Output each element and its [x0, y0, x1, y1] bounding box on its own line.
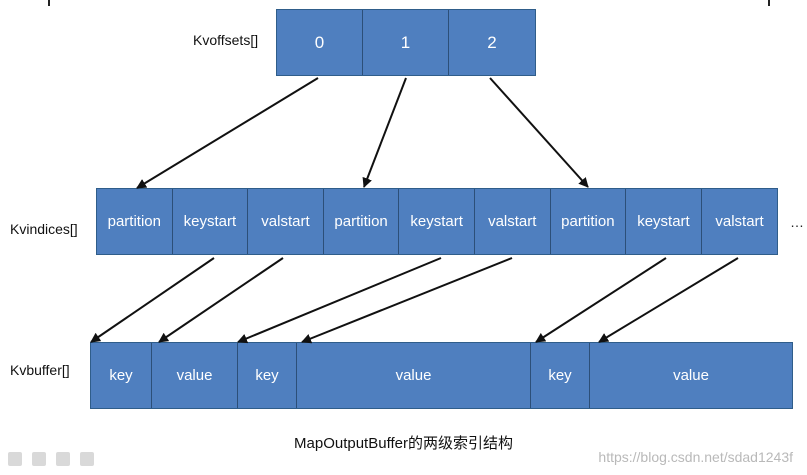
offset-arrow: [136, 77, 319, 189]
kvindices-cell: keystart: [626, 189, 702, 254]
watermark: https://blog.csdn.net/sdad1243f: [598, 449, 793, 465]
kvoffsets-cell: 1: [363, 10, 449, 75]
kvindices-label: Kvindices[]: [10, 221, 78, 237]
kvbuffer-cell: value: [297, 343, 531, 408]
top-tick-left: [48, 0, 50, 6]
kvindices-cell: partition: [323, 189, 400, 254]
continuation-ellipsis: …: [790, 214, 804, 230]
index-arrow: [158, 257, 284, 343]
kvbuffer-cell: value: [590, 343, 792, 408]
kvbuffer-cell: key: [238, 343, 297, 408]
kvindices-array: partition keystart valstart partition ke…: [96, 188, 779, 255]
offset-arrow: [489, 77, 589, 188]
image-toolbar: [8, 452, 94, 466]
kvbuffer-label: Kvbuffer[]: [10, 362, 70, 378]
kvindices-cell: partition: [97, 189, 173, 254]
kvindices-cell: keystart: [172, 189, 249, 254]
kvbuffer-cell: key: [531, 343, 590, 408]
index-arrow: [301, 257, 513, 344]
top-tick-right: [768, 0, 770, 6]
figure-caption: MapOutputBuffer的两级索引结构: [294, 435, 513, 452]
pen-icon[interactable]: [32, 452, 46, 466]
kvindices-cell: valstart: [701, 189, 778, 254]
kvoffsets-cell: 0: [277, 10, 363, 75]
index-arrow: [90, 257, 215, 343]
kvoffsets-cell: 2: [449, 10, 535, 75]
index-arrow: [598, 257, 739, 343]
kvbuffer-cell: value: [152, 343, 238, 408]
offset-arrow: [362, 77, 407, 188]
kvbuffer-array: key value key value key value: [90, 342, 793, 409]
kvoffsets-array: 0 1 2: [276, 9, 536, 76]
kvindices-cell: partition: [550, 189, 627, 254]
kvbuffer-cell: key: [91, 343, 152, 408]
index-arrow: [535, 257, 667, 343]
kvindices-cell: keystart: [399, 189, 475, 254]
share-icon[interactable]: [80, 452, 94, 466]
kvindices-cell: valstart: [248, 189, 324, 254]
kvoffsets-label: Kvoffsets[]: [193, 32, 259, 48]
list-icon[interactable]: [56, 452, 70, 466]
index-arrow: [237, 257, 442, 344]
edit-icon[interactable]: [8, 452, 22, 466]
kvindices-cell: valstart: [474, 189, 551, 254]
